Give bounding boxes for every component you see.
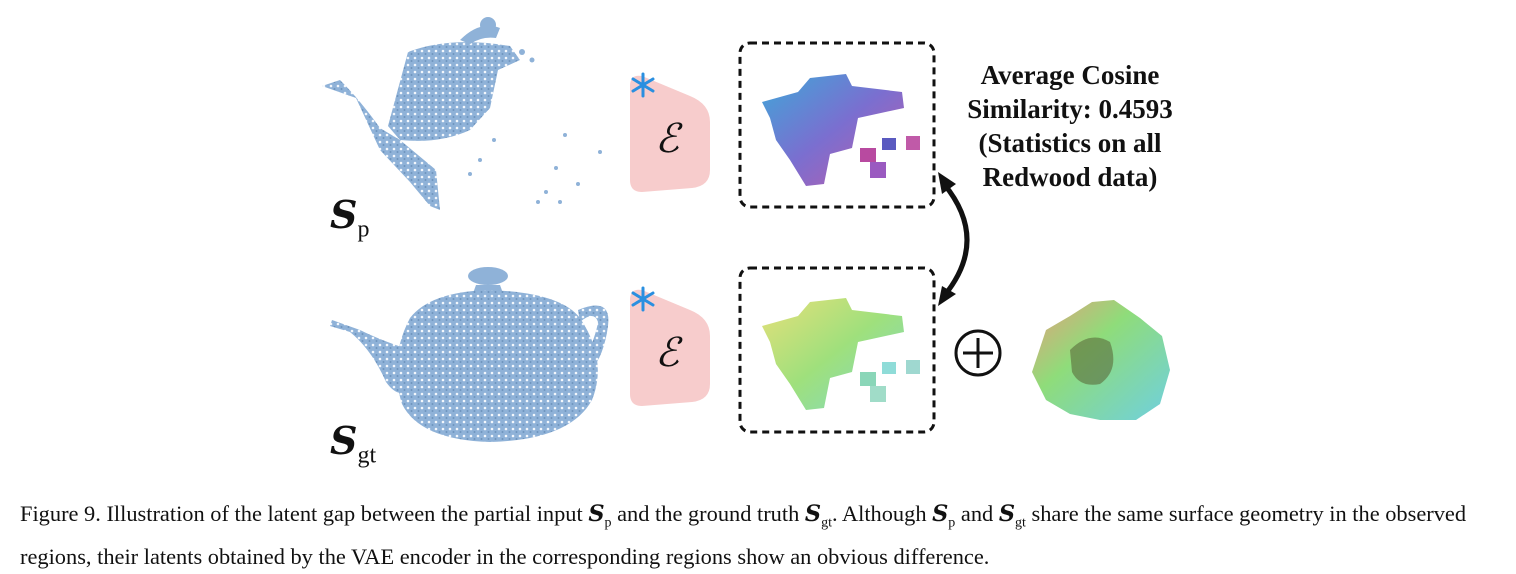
encoder-symbol: ℰ — [655, 116, 683, 162]
figure-caption: Figure 9. Illustration of the latent gap… — [20, 497, 1510, 574]
gt-pointcloud — [330, 267, 608, 442]
voxels-partial — [762, 74, 920, 186]
stats-line: Similarity: 0.4593 — [955, 92, 1185, 126]
label-s-gt: Sgt — [330, 418, 376, 470]
voxels-gt — [762, 298, 920, 410]
label-s-partial: Sp — [330, 192, 369, 244]
full-latent-blob — [1032, 300, 1170, 420]
stats-line: (Statistics on all — [955, 126, 1185, 160]
circled-plus-icon — [956, 331, 1000, 375]
partial-pointcloud — [322, 17, 602, 210]
figure-graphics: ℰ ℰ — [0, 0, 1516, 480]
figure: ℰ ℰ Sp S — [0, 0, 1516, 480]
encoder-symbol: ℰ — [655, 330, 683, 376]
stats-line: Redwood data) — [955, 160, 1185, 194]
cosine-similarity-note: Average Cosine Similarity: 0.4593 (Stati… — [955, 58, 1185, 194]
stats-line: Average Cosine — [955, 58, 1185, 92]
